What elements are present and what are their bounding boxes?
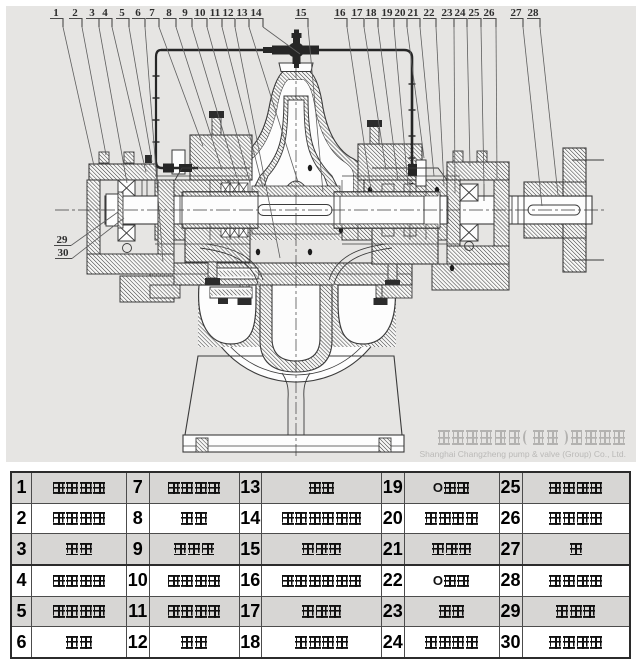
svg-text:11: 11 bbox=[210, 7, 220, 19]
svg-text:13: 13 bbox=[237, 7, 249, 19]
svg-text:28: 28 bbox=[528, 7, 540, 19]
svg-text:17: 17 bbox=[352, 7, 364, 19]
svg-text:2: 2 bbox=[72, 7, 78, 19]
svg-text:26: 26 bbox=[484, 7, 496, 19]
svg-text:5: 5 bbox=[119, 7, 125, 19]
svg-text:20: 20 bbox=[395, 7, 407, 19]
svg-text:29: 29 bbox=[57, 234, 69, 246]
svg-text:10: 10 bbox=[195, 7, 207, 19]
svg-text:18: 18 bbox=[366, 7, 378, 19]
svg-text:30: 30 bbox=[58, 247, 70, 259]
svg-text:19: 19 bbox=[382, 7, 394, 19]
svg-text:22: 22 bbox=[424, 7, 436, 19]
svg-text:14: 14 bbox=[251, 7, 263, 19]
svg-text:23: 23 bbox=[442, 7, 454, 19]
svg-text:8: 8 bbox=[166, 7, 172, 19]
svg-text:24: 24 bbox=[455, 7, 467, 19]
svg-text:7: 7 bbox=[149, 7, 155, 19]
svg-text:3: 3 bbox=[89, 7, 95, 19]
svg-text:15: 15 bbox=[296, 7, 308, 19]
svg-text:27: 27 bbox=[511, 7, 523, 19]
svg-text:25: 25 bbox=[469, 7, 481, 19]
svg-text:16: 16 bbox=[335, 7, 347, 19]
svg-text:6: 6 bbox=[135, 7, 141, 19]
svg-text:12: 12 bbox=[223, 7, 235, 19]
svg-text:9: 9 bbox=[182, 7, 188, 19]
svg-text:21: 21 bbox=[408, 7, 419, 19]
svg-text:4: 4 bbox=[102, 7, 108, 19]
svg-text:1: 1 bbox=[53, 7, 59, 19]
